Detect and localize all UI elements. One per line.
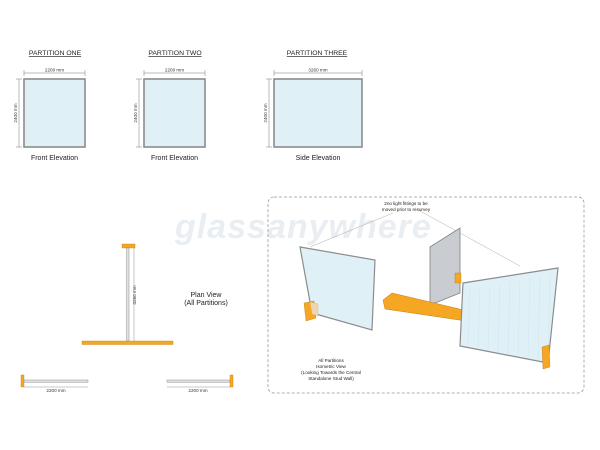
plan-right-dim: 2200 mm (188, 388, 207, 393)
iso-dashed-border (267, 196, 585, 394)
plan-left-dim: 2200 mm (46, 388, 65, 393)
partition-two-caption: Front Elevation (151, 155, 198, 162)
partition-one-title: PARTITION ONE (29, 50, 82, 57)
iso-central-stud-beam (382, 292, 469, 322)
partition-one-glass-panel (23, 78, 86, 148)
plan-top-post (121, 243, 136, 249)
plan-central-stud-wall (81, 340, 174, 345)
elevation-partition-one: PARTITION ONE 2200 mm 2400 mm Front Elev… (13, 50, 86, 162)
elevation-partition-two: PARTITION TWO 2200 mm 2400 mm Front Elev… (133, 50, 206, 162)
iso-stud-block (454, 272, 462, 284)
plan-view: 3260 mm 2200 mm 2200 mm Plan View (All P… (20, 243, 234, 393)
iso-left-post-end (309, 301, 319, 317)
plan-right-glass (166, 379, 231, 383)
partition-one-width-dim: 2200 mm (45, 68, 64, 73)
iso-note-line2: moved prior to resurvey (382, 207, 431, 212)
plan-vertical-glass (126, 247, 130, 342)
partition-three-glass-panel (273, 78, 363, 148)
partition-one-height-dim: 2400 mm (13, 103, 18, 122)
partition-two-glass-panel (143, 78, 206, 148)
watermark-text: glassanywhere (174, 208, 432, 246)
iso-stud-wall-panel (429, 227, 461, 306)
isometric-view: 2no light fittings to be moved prior to … (267, 196, 585, 394)
iso-note-line1: 2no light fittings to be (384, 201, 428, 206)
plan-caption-line1: Plan View (190, 292, 222, 299)
plan-right-post (229, 374, 234, 388)
partition-three-caption: Side Elevation (296, 155, 341, 162)
iso-leader-right (419, 210, 521, 267)
iso-leader-left (309, 212, 394, 248)
partition-two-width-dim: 2200 mm (165, 68, 184, 73)
iso-caption-line1: All Partitions (318, 358, 344, 363)
partition-three-height-dim: 2400 mm (263, 103, 268, 122)
iso-left-glass-panel (299, 246, 376, 331)
iso-caption-line4: Standalone Stud Wall) (308, 376, 354, 381)
plan-left-post (20, 374, 25, 388)
plan-vertical-dim: 3260 mm (132, 285, 137, 304)
plan-caption-line2: (All Partitions) (184, 300, 228, 307)
iso-right-post (541, 344, 551, 370)
iso-caption-line3: (Looking Towards the Central (301, 370, 361, 375)
elevation-partition-three: PARTITION THREE 3260 mm 2400 mm Side Ele… (263, 50, 363, 162)
partition-two-title: PARTITION TWO (148, 50, 201, 57)
partition-three-title: PARTITION THREE (287, 50, 348, 57)
partition-two-height-dim: 2400 mm (133, 103, 138, 122)
plan-left-glass (23, 379, 89, 383)
partition-three-width-dim: 3260 mm (308, 68, 327, 73)
partition-one-caption: Front Elevation (31, 155, 78, 162)
iso-right-glass-hatching (467, 274, 551, 363)
iso-caption-line2: Isometric View (316, 364, 346, 369)
